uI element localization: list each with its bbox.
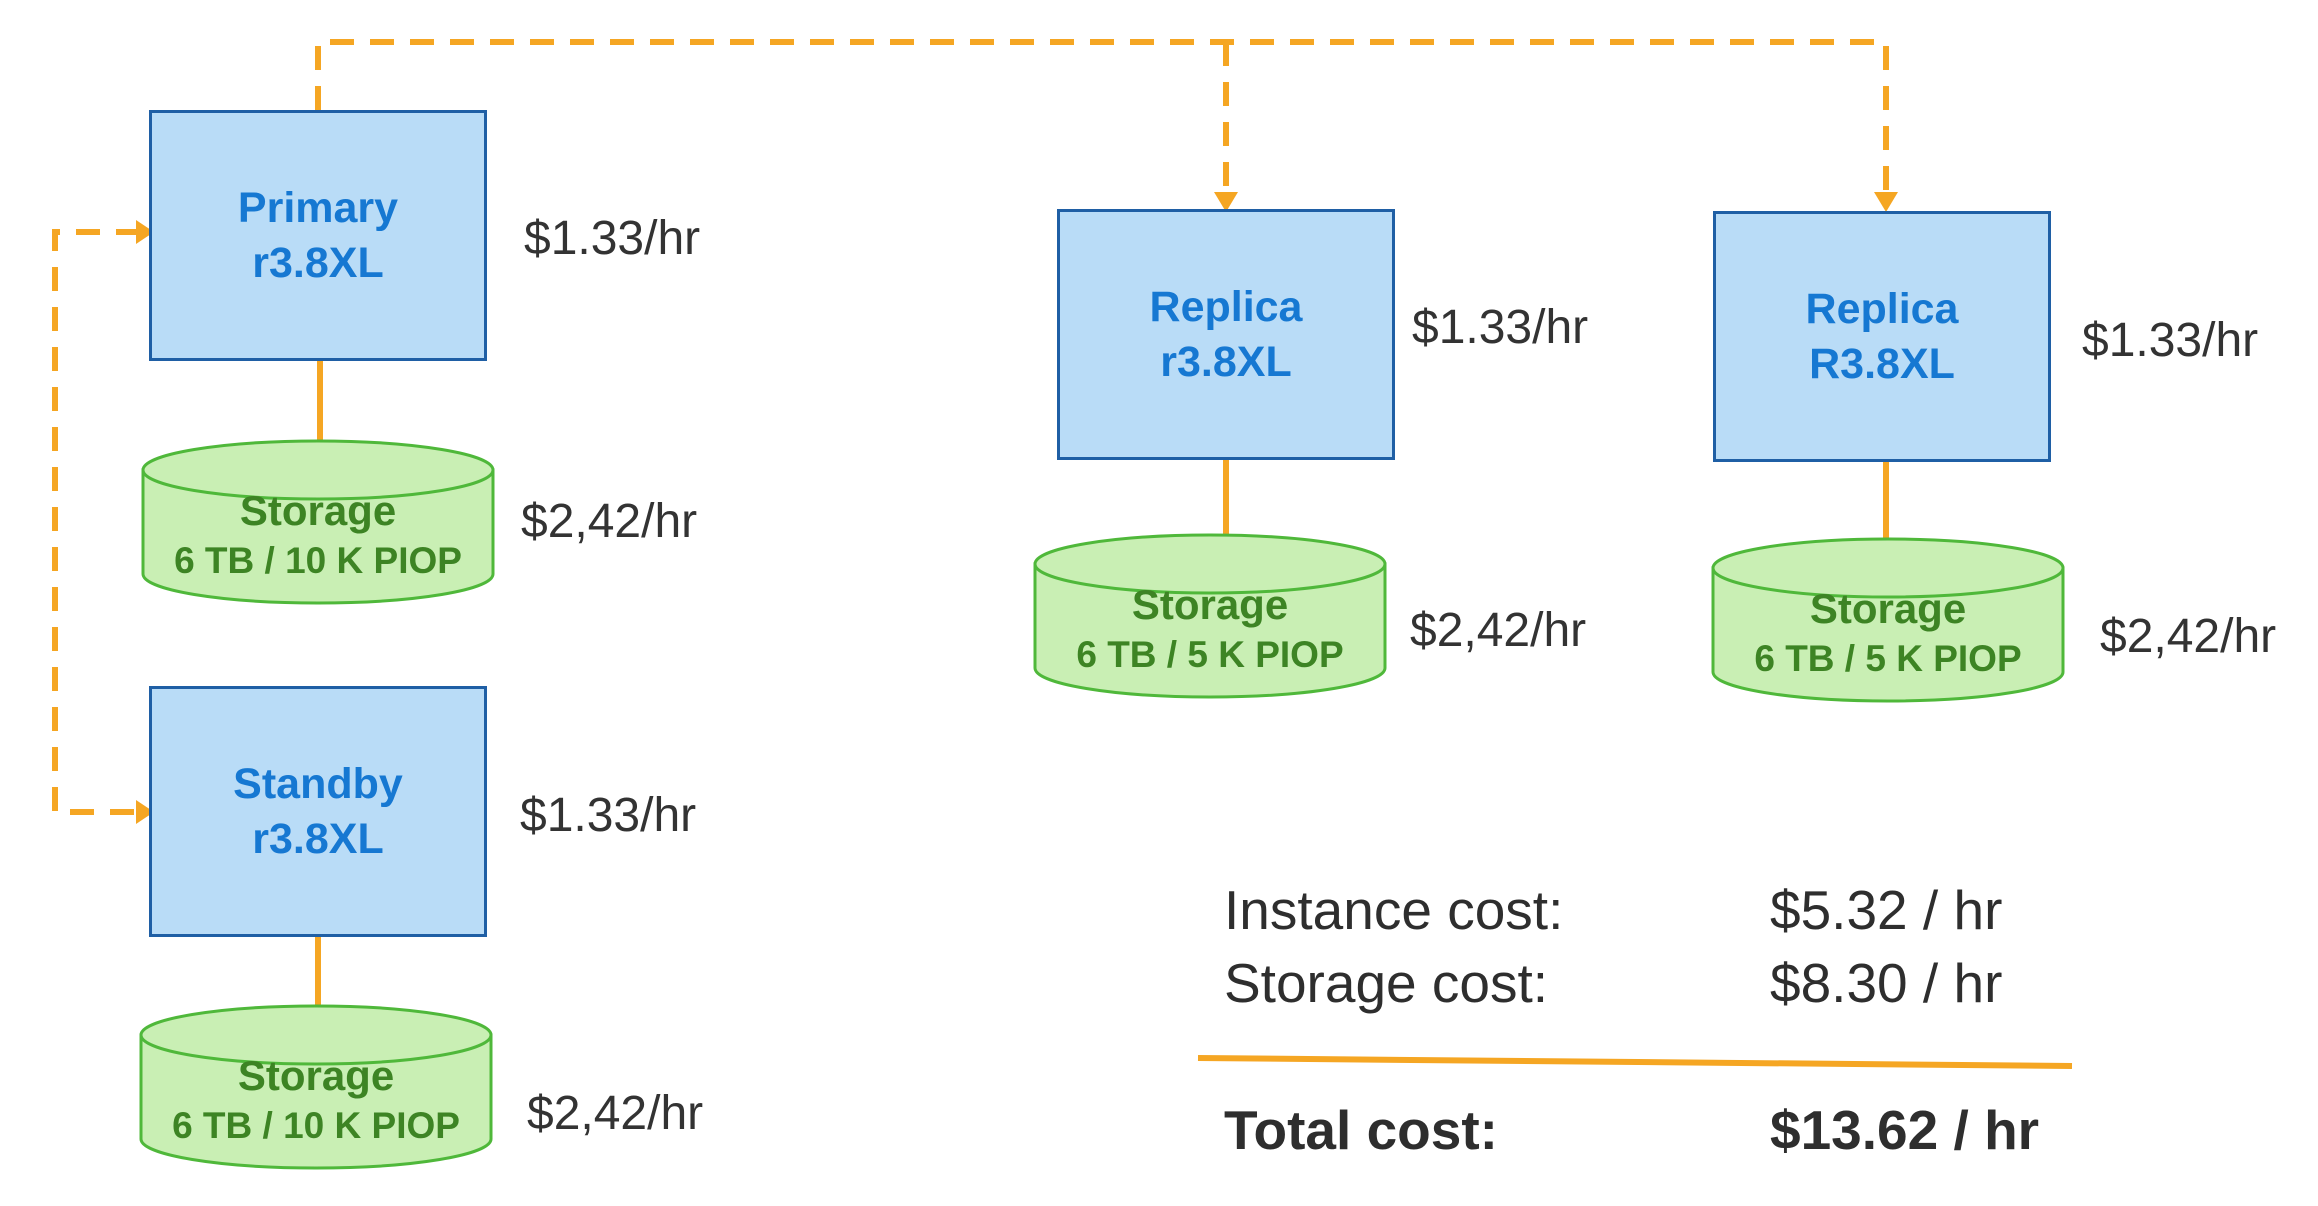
storage-cylinder-icon	[1033, 533, 1387, 699]
primary-type: r3.8XL	[252, 238, 384, 287]
instance-cost-label: Instance cost:	[1224, 879, 1564, 941]
standby-storage: Storage 6 TB / 10 K PIOP	[138, 1003, 494, 1171]
replica1-price: $1.33/hr	[1412, 301, 1589, 354]
instance-cost-value: $5.32 / hr	[1770, 879, 2003, 941]
primary-storage-price: $2,42/hr	[521, 495, 698, 548]
storage-cylinder-icon	[141, 439, 495, 605]
replica1-type: r3.8XL	[1160, 337, 1292, 386]
replica2-instance: Replica R3.8XL	[1713, 211, 2051, 462]
arrowhead-standby	[136, 800, 154, 824]
primary-storage-title: Storage	[239, 487, 397, 534]
standby-storage-title: Storage	[237, 1052, 395, 1099]
summary-divider	[1197, 1055, 2073, 1069]
standby-storage-price: $2,42/hr	[527, 1087, 704, 1140]
replica2-type: R3.8XL	[1809, 339, 1955, 388]
primary-price: $1.33/hr	[524, 212, 701, 265]
sync-path-left	[52, 229, 140, 815]
storage-cylinder-icon	[1711, 537, 2065, 703]
replica1-storage-title: Storage	[1131, 581, 1289, 628]
replica1-storage-price: $2,42/hr	[1410, 604, 1587, 657]
replica2-storage-spec: 6 TB / 5 K PIOP	[1754, 638, 2022, 679]
replica2-storage-price: $2,42/hr	[2100, 610, 2277, 663]
total-cost-label: Total cost:	[1224, 1099, 1498, 1161]
replication-path-top	[315, 39, 1889, 195]
primary-title: Primary	[237, 183, 399, 232]
replica1-instance: Replica r3.8XL	[1057, 209, 1395, 460]
replica2-price: $1.33/hr	[2082, 314, 2259, 367]
replica2-title: Replica	[1805, 284, 1959, 333]
standby-type: r3.8XL	[252, 814, 384, 863]
arrowhead-replica2	[1874, 192, 1898, 212]
standby-instance: Standby r3.8XL	[149, 686, 487, 937]
storage-cost-value: $8.30 / hr	[1770, 952, 2003, 1014]
primary-storage: Storage 6 TB / 10 K PIOP	[140, 438, 496, 606]
standby-price: $1.33/hr	[520, 789, 697, 842]
total-cost-value: $13.62 / hr	[1770, 1099, 2040, 1161]
standby-storage-spec: 6 TB / 10 K PIOP	[172, 1105, 460, 1146]
replica1-storage: Storage 6 TB / 5 K PIOP	[1032, 532, 1388, 700]
standby-title: Standby	[233, 759, 403, 808]
replica1-storage-spec: 6 TB / 5 K PIOP	[1076, 634, 1344, 675]
arrowhead-primary	[136, 220, 154, 244]
primary-instance: Primary r3.8XL	[149, 110, 487, 361]
primary-storage-spec: 6 TB / 10 K PIOP	[174, 540, 462, 581]
replica2-storage-title: Storage	[1809, 585, 1967, 632]
replica2-storage: Storage 6 TB / 5 K PIOP	[1710, 536, 2066, 704]
storage-cylinder-icon	[139, 1004, 493, 1170]
replica1-title: Replica	[1149, 282, 1303, 331]
arrowhead-replica1	[1214, 192, 1238, 212]
storage-cost-label: Storage cost:	[1224, 952, 1549, 1014]
